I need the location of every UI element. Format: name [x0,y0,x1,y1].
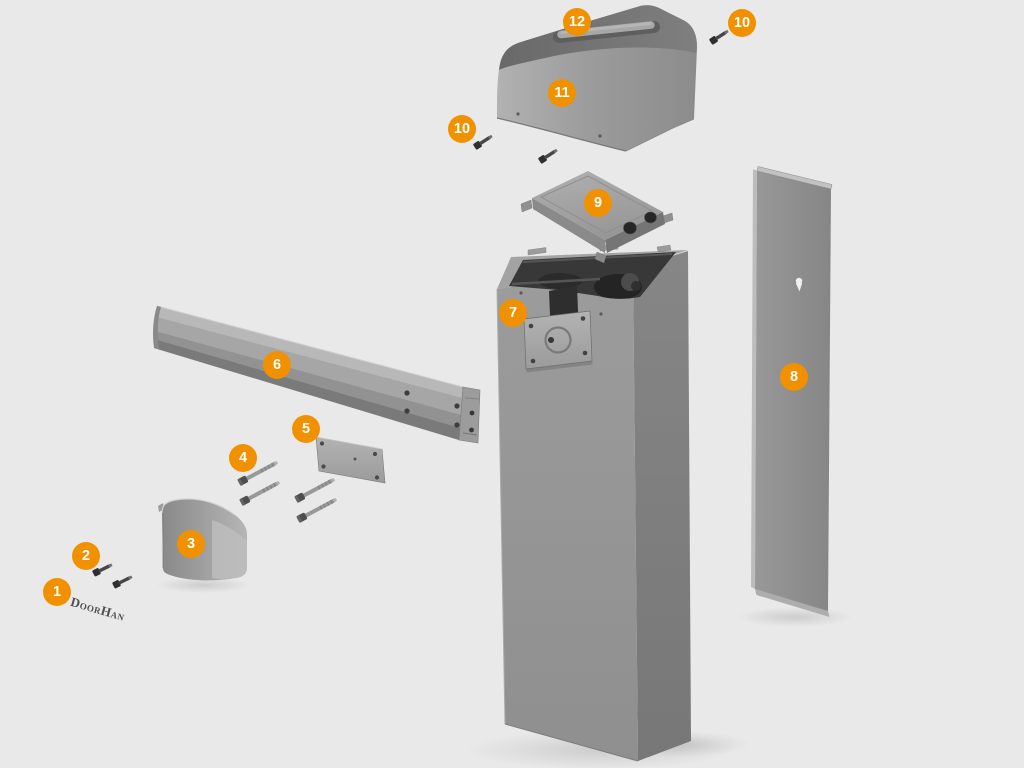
housing-interior [509,252,676,299]
cable-gland-hole [644,211,657,224]
callout-8: 8 [780,363,808,391]
rim-tab [527,247,547,256]
part-small-screws [91,561,134,589]
callout-11: 11 [548,79,576,107]
part-top-cover [496,5,697,152]
part-mounting-plate [315,436,386,484]
callout-1: 1 [43,578,71,606]
housing-flange-plate [523,310,593,373]
rim-tab [656,244,672,253]
callout-6: 6 [263,351,291,379]
part-door-panel [751,166,833,617]
callout-4: 4 [229,444,257,472]
callout-9: 9 [584,189,612,217]
cable-gland-hole [623,221,637,235]
part-housing [496,243,691,762]
callout-10-left: 10 [448,115,476,143]
keyhole-icon [795,277,803,292]
callout-12: 12 [563,8,591,36]
part-boom-arm [153,305,481,444]
callout-3: 3 [177,530,205,558]
boom-arm-end-profile [458,386,481,444]
callout-7: 7 [499,299,527,327]
callout-5: 5 [292,415,320,443]
callout-2: 2 [72,542,100,570]
callout-10-right: 10 [728,9,756,37]
